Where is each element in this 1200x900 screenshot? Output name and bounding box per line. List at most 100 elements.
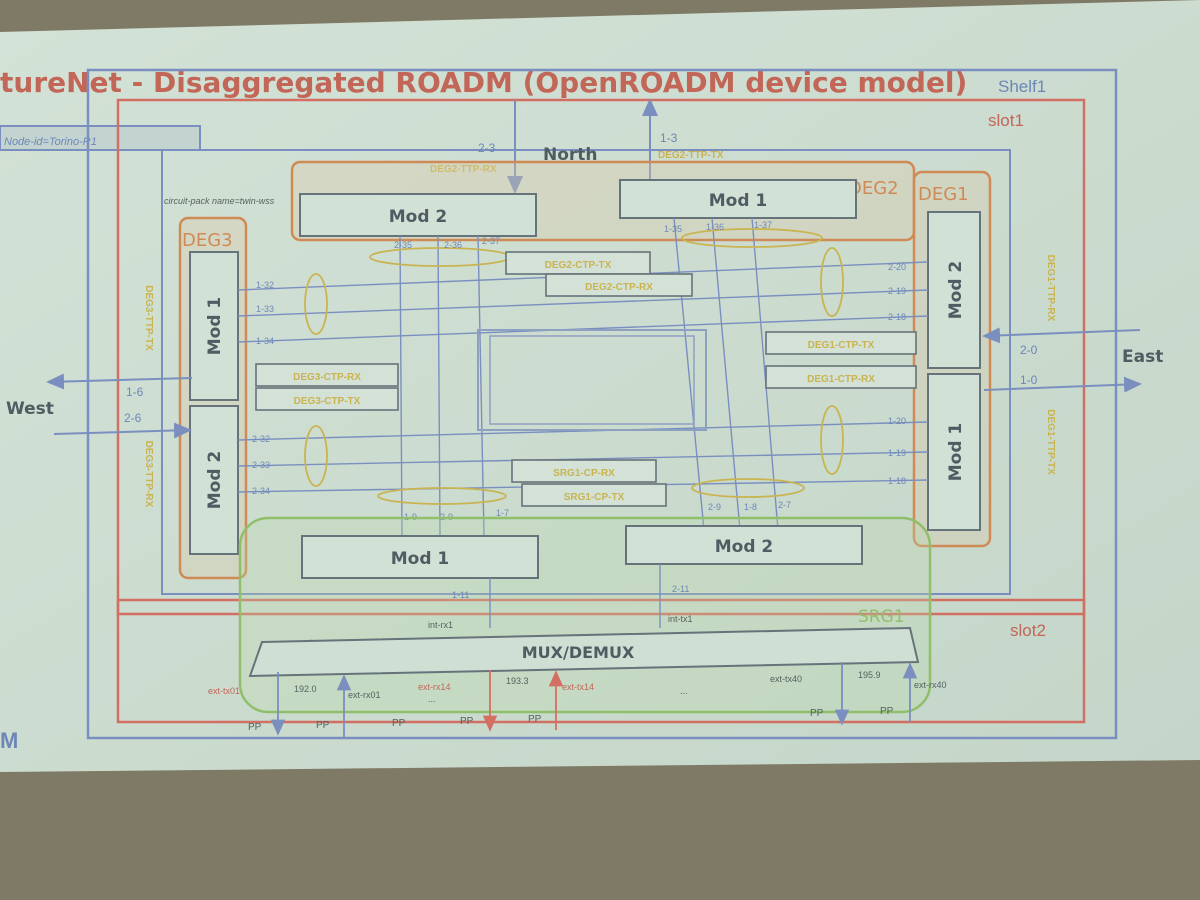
ellipsis-1: ... — [428, 694, 436, 704]
port-srg-link-right: 2-11 — [672, 584, 689, 594]
srg1-mod1 — [301, 535, 539, 579]
east-label: East — [1122, 347, 1163, 367]
east-rx-arrow — [982, 327, 1141, 344]
logo-fragment: M — [0, 728, 18, 753]
port-srg-right-0: 2-9 — [708, 502, 721, 512]
deg1-ttp-tx: DEG1-TTP-TX — [1045, 409, 1056, 475]
deg2-mod1-label: Mod 1 — [709, 191, 768, 211]
port-deg3-out-1: 1-33 — [256, 304, 274, 314]
slot2-frame — [116, 598, 1086, 724]
center-box-inner — [489, 335, 695, 425]
deg1-ttp-rx: DEG1-TTP-RX — [1045, 255, 1056, 322]
slot1-frame — [116, 98, 1086, 616]
port-deg1-out-2: 1-18 — [888, 476, 906, 486]
port-deg2-in-1: 2-36 — [444, 240, 462, 250]
deg1-mod2 — [927, 211, 981, 369]
shelf-frame — [86, 68, 1118, 740]
srg1-cp-rx-box — [511, 459, 657, 483]
port-deg3-out-2: 1-34 — [256, 336, 274, 346]
deg3-ctp-rx-box — [255, 363, 399, 387]
port-deg2-out-1: 1-36 — [706, 222, 724, 232]
north-rx-port: 2-3 — [478, 141, 496, 155]
ext-tx14: ext-tx14 — [562, 682, 594, 692]
deg2-label: DEG2 — [848, 178, 899, 199]
port-deg2-in-2: 2-37 — [482, 236, 500, 246]
deg1-ctp-tx: DEG1-CTP-TX — [808, 340, 875, 351]
north-tx-port: 1-3 — [660, 131, 678, 145]
srg1-mod2 — [625, 525, 863, 565]
deg1-mod1-label: Mod 1 — [946, 423, 966, 482]
north-tx-tp: DEG2-TTP-TX — [658, 150, 724, 161]
freq-40: 195.9 — [858, 670, 881, 680]
port-deg3-in-2: 2-34 — [252, 486, 270, 496]
east-rx-port: 2-0 — [1020, 343, 1038, 357]
deg2-mod2 — [299, 193, 537, 237]
mux-demux-label: MUX/DEMUX — [522, 643, 635, 662]
pp-labels: PP PP PP PP PP PP PP — [248, 706, 894, 733]
circuit-pack-twin-wss — [161, 149, 1011, 595]
port-labels: 2-35 2-36 2-37 1-35 1-36 1-37 1-32 1-33 … — [252, 220, 906, 522]
port-deg2-in-0: 2-35 — [394, 240, 412, 250]
deg3-mod1 — [189, 251, 239, 401]
port-srg-right-2: 2-7 — [778, 500, 791, 510]
east-tx-arrow — [983, 376, 1142, 393]
west-tx-arrow — [46, 373, 193, 390]
port-srg-left-2: 1-7 — [496, 508, 509, 518]
node-id-label: Node-id=Torino-R1 — [4, 136, 97, 148]
int-tx-label: int-tx1 — [668, 614, 693, 624]
circuit-pack-twin-wss-label: circuit-pack name=twin-wss — [164, 196, 275, 206]
deg3-ttp-rx: DEG3-TTP-RX — [143, 441, 154, 508]
pp-3: PP — [392, 718, 406, 729]
port-deg3-in-0: 2-32 — [252, 434, 270, 444]
deg3-ctp-rx: DEG3-CTP-RX — [293, 372, 361, 383]
port-deg1-in-0: 2-20 — [888, 262, 906, 272]
pp-1: PP — [248, 722, 262, 733]
port-deg1-in-2: 2-18 — [888, 312, 906, 322]
slot1-label: slot1 — [988, 111, 1024, 130]
port-deg3-in-1: 2-33 — [252, 460, 270, 470]
shelf-label: Shelf1 — [998, 77, 1046, 96]
srg1-cp-rx: SRG1-CP-RX — [553, 468, 615, 479]
ext-rx14: ext-rx14 — [418, 682, 451, 692]
deg2-mod1 — [619, 179, 857, 219]
pp-6: PP — [810, 708, 824, 719]
ctp-boxes: DEG2-CTP-TX DEG2-CTP-RX DEG1-CTP-TX DEG1… — [255, 251, 917, 507]
deg3-ttp-tx: DEG3-TTP-TX — [143, 285, 154, 351]
pp-7: PP — [880, 706, 894, 717]
east-tx-port: 1-0 — [1020, 373, 1038, 387]
port-deg1-out-1: 1-19 — [888, 448, 906, 458]
srg1-mod2-label: Mod 2 — [715, 537, 774, 557]
deg1-ctp-rx: DEG1-CTP-RX — [807, 374, 875, 385]
west-rx-port: 2-6 — [124, 411, 142, 425]
deg3-mod1-label: Mod 1 — [205, 297, 225, 356]
deg1-ctp-rx-box — [765, 365, 917, 389]
node-id-box — [0, 125, 201, 151]
freq-14: 193.3 — [506, 676, 529, 686]
port-deg1-in-1: 2-19 — [888, 286, 906, 296]
ext-rx40: ext-rx40 — [914, 680, 947, 690]
slide-title: tureNet - Disaggregated ROADM (OpenROADM… — [0, 66, 967, 99]
vertical-connections — [399, 217, 779, 537]
deg3-mod2-label: Mod 2 — [205, 451, 225, 510]
deg3-ctp-tx: DEG3-CTP-TX — [294, 396, 361, 407]
srg1-mod1-label: Mod 1 — [391, 549, 450, 569]
deg1-mod2-label: Mod 2 — [946, 261, 966, 320]
deg3-label: DEG3 — [182, 230, 233, 251]
west-tx-port: 1-6 — [126, 385, 144, 399]
north-rx-tp: DEG2-TTP-RX — [430, 164, 497, 175]
deg1-label: DEG1 — [918, 184, 969, 205]
deg3-ctp-tx-box — [255, 387, 399, 411]
srg1-label: SRG1 — [858, 607, 905, 627]
port-deg2-out-2: 1-37 — [754, 220, 772, 230]
pp-2: PP — [316, 720, 330, 731]
port-srg-right-1: 1-8 — [744, 502, 757, 512]
pp-5: PP — [528, 714, 542, 725]
mux-demux-block — [248, 626, 920, 678]
deg2-mod2-label: Mod 2 — [389, 207, 448, 227]
port-srg-link-left: 1-11 — [452, 590, 469, 600]
deg2-ctp-rx-box — [545, 273, 693, 297]
ellipsis-2: ... — [680, 686, 688, 696]
port-deg2-out-0: 1-35 — [664, 224, 682, 234]
